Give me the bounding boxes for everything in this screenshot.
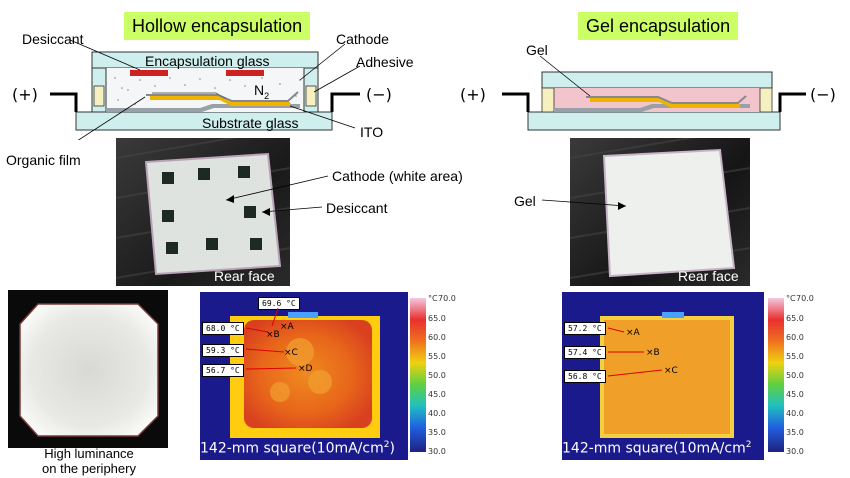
thermo-left-point-a: ×A — [280, 322, 294, 332]
gel-plus-terminal: (+) — [460, 85, 486, 104]
thermo-left-reading-d: 56.7 °C — [202, 364, 244, 377]
thermo-right-caption: 142-mm square(10mA/cm2 — [562, 440, 752, 457]
thermo-left-reading-a: 68.0 °C — [202, 322, 244, 335]
hollow-encapsulation-title: Hollow encapsulation — [124, 12, 311, 40]
thermo-left-point-b: ×B — [266, 330, 280, 340]
encapsulation-glass-label: Encapsulation glass — [145, 53, 270, 69]
desiccant-label: Desiccant — [22, 31, 84, 47]
hollow-photo-callouts — [225, 175, 329, 216]
desiccant-photo-label: Desiccant — [326, 200, 388, 216]
thermo-right-point-c: ×C — [664, 366, 678, 376]
thermography-gel: 57.2 °C 57.4 °C 56.8 °C ×A ×B ×C — [562, 292, 764, 460]
thermo-left-point-d: ×D — [298, 364, 313, 374]
cathode-white-area-label: Cathode (white area) — [332, 168, 463, 184]
hollow-rear-caption: Rear face — [214, 268, 275, 284]
gel-rear-photo — [570, 138, 750, 286]
thermography-hollow: 69.6 °C 68.0 °C 59.3 °C 56.7 °C ×A ×B ×C… — [200, 292, 408, 460]
thermo-right-scale-unit: °C — [786, 294, 796, 303]
adhesive-label: Adhesive — [356, 54, 414, 70]
thermo-right-color-scale — [768, 298, 784, 452]
hollow-encapsulation-diagram — [50, 39, 361, 140]
thermo-left-point-c: ×C — [284, 348, 298, 358]
luminance-caption: High luminance on the periphery — [42, 446, 136, 476]
thermo-left-color-scale — [410, 298, 426, 452]
hollow-minus-terminal: (−) — [366, 85, 392, 104]
desiccant-bar — [226, 70, 264, 76]
thermo-left-reading-c: 59.3 °C — [202, 344, 244, 357]
gel-minus-terminal: (−) — [810, 85, 836, 104]
thermo-left-scale-unit: °C — [428, 294, 438, 303]
substrate-glass-label: Substrate glass — [202, 115, 299, 131]
thermo-left-caption: 142-mm square(10mA/cm2) — [200, 440, 395, 457]
thermo-left-top-reading: 69.6 °C — [258, 297, 300, 310]
gel-encapsulation-title: Gel encapsulation — [578, 12, 739, 40]
gel-photo-callout — [541, 199, 627, 210]
thermo-right-point-a: ×A — [626, 328, 640, 338]
thermo-right-reading-c: 56.8 °C — [564, 370, 606, 383]
hollow-rear-photo — [116, 138, 290, 286]
thermo-right-point-b: ×B — [646, 348, 660, 358]
thermo-right-reading-a: 57.2 °C — [564, 322, 606, 335]
ito-label: ITO — [360, 124, 384, 140]
desiccant-bar — [130, 70, 168, 76]
thermo-right-reading-b: 57.4 °C — [564, 346, 606, 359]
luminance-photo — [8, 290, 168, 448]
gel-encapsulation-diagram — [502, 55, 806, 131]
gel-label-diagram: Gel — [526, 42, 548, 58]
gel-photo-label: Gel — [514, 193, 536, 209]
hollow-plus-terminal: (+) — [12, 85, 38, 104]
organic-film-label: Organic film — [6, 152, 81, 168]
cathode-label: Cathode — [336, 31, 389, 47]
gel-rear-caption: Rear face — [678, 268, 739, 284]
n2-label: N2 — [254, 82, 270, 101]
